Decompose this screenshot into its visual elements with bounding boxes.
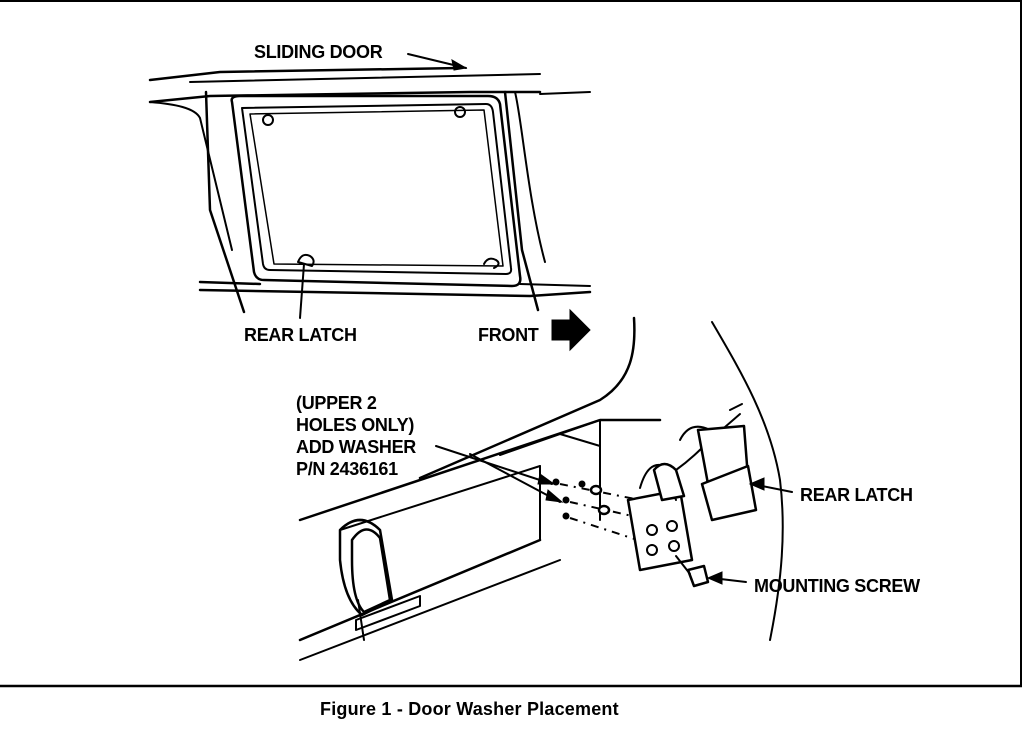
van-side-view [148,53,592,319]
mounting-screw-label: MOUNTING SCREW [754,576,920,596]
washer-note-line-2: HOLES ONLY) [296,415,414,435]
figure-caption: Figure 1 - Door Washer Placement [320,699,619,719]
figure-border [0,0,1022,688]
latch-detail-view [298,316,793,661]
front-arrow-icon [551,308,591,352]
washer-note-line-3: ADD WASHER [296,437,416,457]
rear-latch-label-top: REAR LATCH [244,325,357,345]
rear-latch-label-right: REAR LATCH [800,485,913,505]
front-label: FRONT [478,325,539,345]
washer-note-line-4: P/N 2436161 [296,459,398,479]
sliding-door-label: SLIDING DOOR [254,42,383,62]
washer-note-line-1: (UPPER 2 [296,393,377,413]
